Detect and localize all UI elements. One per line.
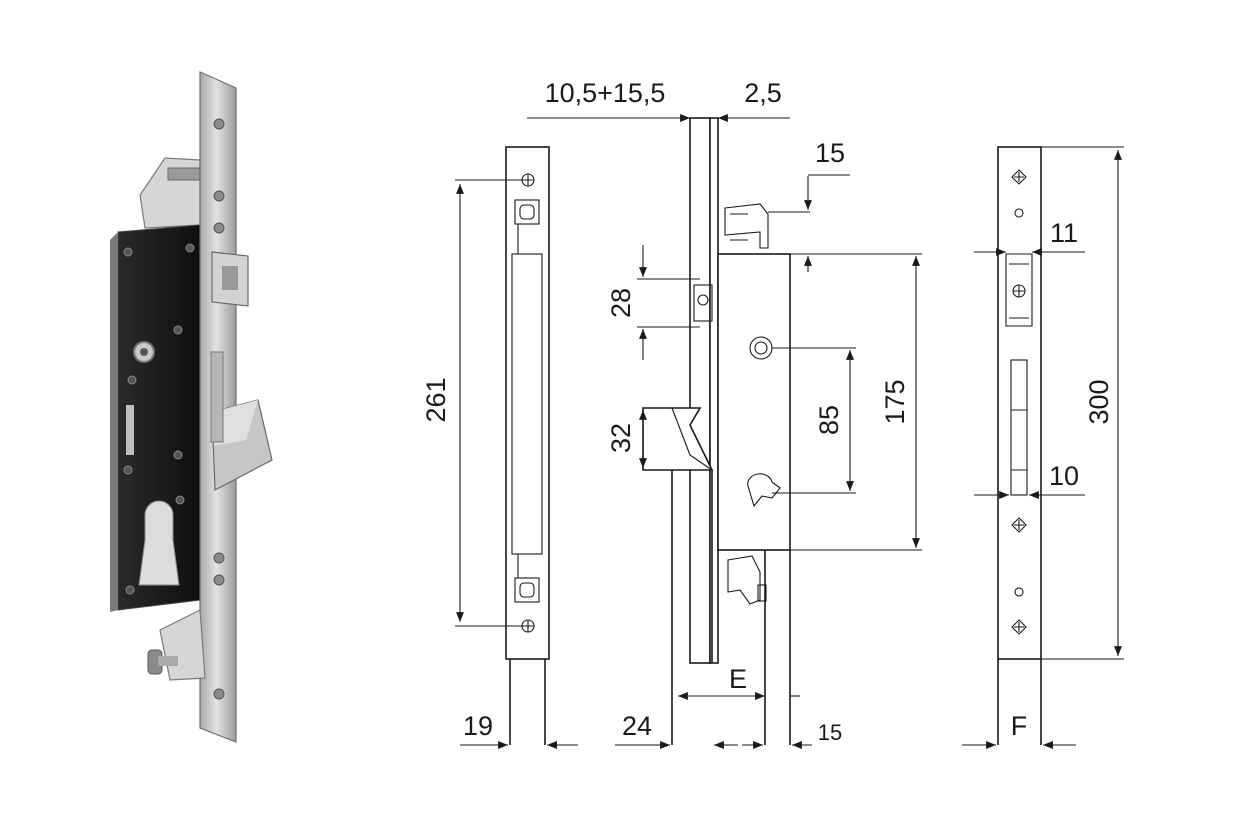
- dim-label-E: E: [729, 664, 747, 694]
- dim-label-10-5-15-5: 10,5+15,5: [545, 78, 666, 108]
- dim-label-300: 300: [1084, 379, 1114, 424]
- dimension-32: 32: [606, 410, 647, 468]
- dimension-19: 19: [460, 711, 578, 749]
- dim-label-10: 10: [1049, 461, 1079, 491]
- dim-label-175: 175: [880, 379, 910, 424]
- dimension-15-bottom: 15: [742, 720, 842, 749]
- dimension-E: E: [678, 664, 800, 700]
- faceplate-front-view: [505, 146, 550, 745]
- dimension-28: 28: [606, 245, 700, 360]
- dim-label-261: 261: [421, 377, 451, 422]
- dim-label-32: 32: [606, 423, 636, 453]
- dimension-85: 85: [772, 347, 856, 494]
- dim-label-28: 28: [606, 288, 636, 318]
- mortise-lock-photo: [110, 71, 273, 743]
- dim-label-15-bottom: 15: [818, 720, 842, 745]
- dim-label-15-top: 15: [815, 138, 845, 168]
- dim-label-24: 24: [622, 711, 652, 741]
- dimension-top-offsets: 10,5+15,5 2,5: [527, 78, 790, 122]
- dimension-10: 10: [974, 461, 1085, 499]
- cylinder-hole: [138, 500, 180, 586]
- dimension-261: 261: [421, 179, 530, 627]
- bottom-hook: [159, 609, 206, 681]
- dim-label-19: 19: [463, 711, 493, 741]
- dimension-175: 175: [790, 253, 922, 551]
- dim-label-2-5: 2,5: [744, 78, 782, 108]
- dimension-300: 300: [1041, 146, 1124, 660]
- side-section-view: [642, 117, 791, 745]
- dim-label-F: F: [1011, 711, 1028, 741]
- dim-label-85: 85: [814, 405, 844, 435]
- dimension-24: 24: [615, 711, 738, 749]
- dim-label-11: 11: [1050, 218, 1078, 248]
- dimension-11: 11: [974, 218, 1085, 256]
- dimension-F: F: [962, 711, 1076, 749]
- dimension-15-top: 15: [768, 138, 850, 272]
- faceplate-right-view: [997, 146, 1042, 745]
